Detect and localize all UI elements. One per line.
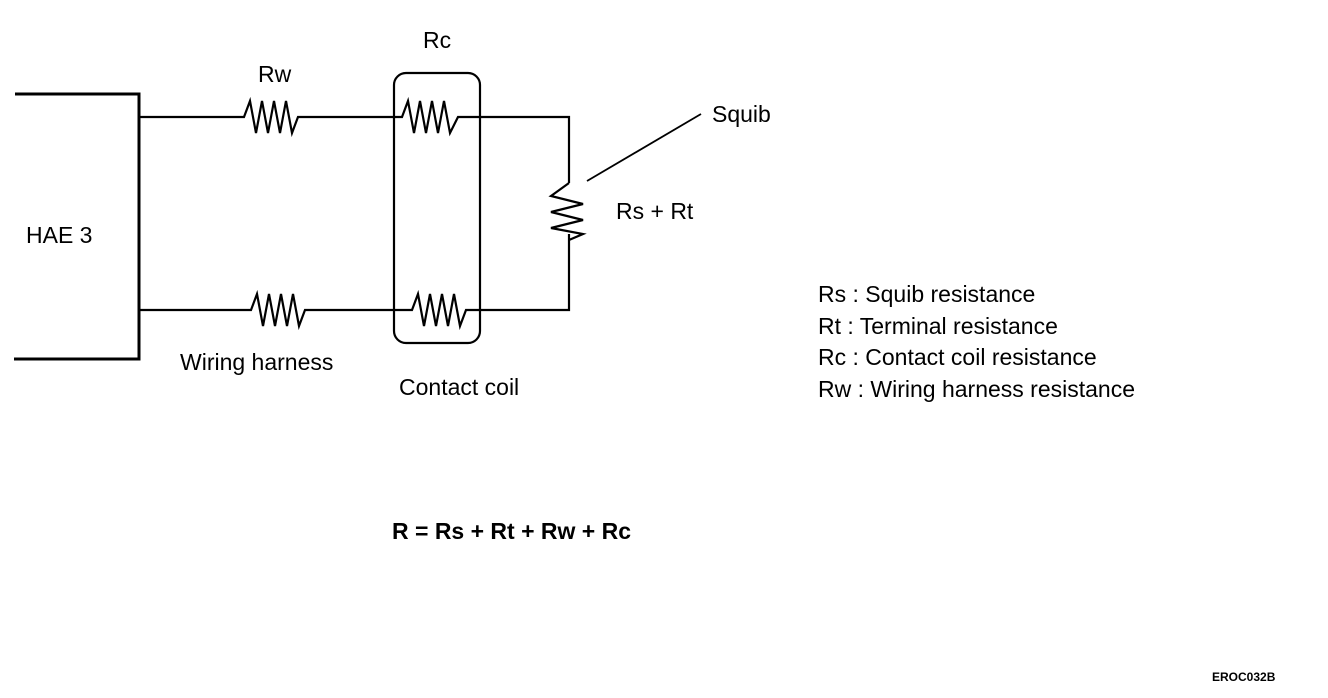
rs-rt-label: Rs + Rt: [616, 198, 694, 224]
legend: Rs : Squib resistance Rt : Terminal resi…: [818, 279, 1135, 405]
wiring-harness-label: Wiring harness: [180, 349, 334, 375]
squib-label: Squib: [712, 101, 771, 127]
legend-item-rt: Rt : Terminal resistance: [818, 312, 1058, 339]
module-outline: [14, 92, 141, 361]
contact-coil-box: [392, 71, 482, 345]
legend-item-rs: Rs : Squib resistance: [818, 281, 1036, 307]
top-wire: [140, 96, 571, 183]
squib-leader-line: [586, 113, 702, 182]
squib-resistor: [548, 182, 587, 242]
resistance-formula: R = Rs + Rt + Rw + Rc: [392, 518, 632, 544]
legend-item-rc: Rc : Contact coil resistance: [818, 344, 1097, 370]
bottom-wire: [140, 234, 571, 331]
legend-item-rw: Rw : Wiring harness resistance: [818, 375, 1135, 402]
rw-label: Rw: [258, 61, 292, 87]
rc-label: Rc: [423, 27, 452, 53]
contact-coil-label: Contact coil: [399, 374, 520, 400]
module-label: HAE 3: [26, 222, 93, 248]
figure-code: EROC032B: [1212, 670, 1276, 684]
